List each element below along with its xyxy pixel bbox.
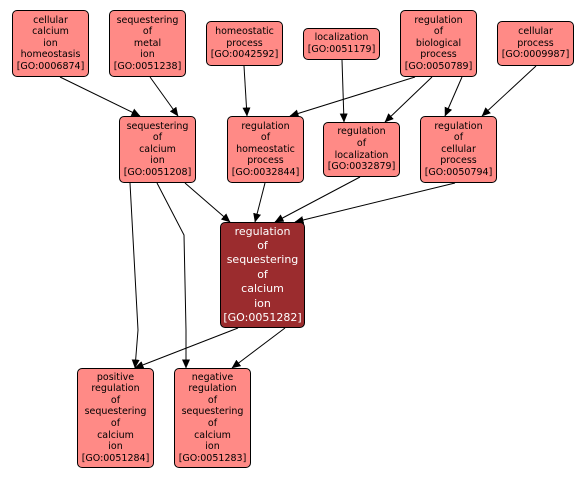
node-label-line: sequestering [84,406,147,418]
node-label-line: negative [191,371,234,383]
node-label-line: metal [133,37,162,49]
node-label-line: process [517,37,554,49]
edge-arrow [444,76,463,117]
node-label-line: of [356,137,367,149]
node-label-line: process [247,155,284,167]
node-label-line: regulation [234,224,291,238]
node-label-line: sequestering [116,14,179,26]
node-label-line: [GO:0032844] [231,166,300,178]
node-label-line: localization [334,149,389,161]
node-label-line: regulation [434,120,483,132]
edge-arrow [289,76,416,118]
node-label-line: of [453,132,464,144]
node-label-line: [GO:0051284] [81,452,150,464]
node-label-line: homeostasis [20,49,81,61]
edge-arrow [231,327,286,369]
edge-arrow [242,65,251,117]
node-label-line: of [110,418,121,429]
go-term-node[interactable]: localization[GO:0051179] [303,28,380,60]
node-label-line: sequestering [226,253,299,267]
edge-arrow [253,182,266,223]
edge-arrow [134,327,239,369]
node-label-line: [GO:0042592] [210,49,279,61]
node-label-line: regulation [188,383,237,395]
node-label-line: [GO:0051238] [113,60,182,72]
edge-arrow [384,76,433,123]
edge-arrow [481,65,537,117]
node-label-line: regulation [337,126,386,138]
node-label-line: of [257,238,268,252]
node-label-line: cellular [33,14,68,26]
node-label-line: sequestering [181,406,244,418]
node-label-line: [GO:0051282] [223,311,302,325]
node-label-line: [GO:0006874] [16,60,85,72]
node-label-line: of [433,26,444,38]
node-label-line: regulation [414,14,463,26]
node-label-line: ion [254,296,271,310]
edge-arrow [149,76,179,117]
node-label-line: calcium [139,143,176,155]
node-label-line: homeostatic [236,143,295,155]
node-label-line: cellular [518,26,553,38]
node-label-line: calcium [194,429,231,441]
node-label-line: homeostatic [215,26,274,38]
edge-arrow [156,182,190,369]
node-label-line: regulation [91,383,140,395]
node-label-line: regulation [241,120,290,132]
node-label-line: process [226,37,263,49]
node-label-line: of [110,394,121,406]
node-label-line: calcium [97,429,134,441]
node-label-line: ion [140,49,155,61]
edge-arrow [339,59,348,123]
node-label-line: of [260,132,271,144]
node-label-line: process [440,155,477,167]
node-label-line: [GO:0051208] [123,166,192,178]
node-label-line: ion [108,441,123,453]
node-label-line: [GO:0050789] [404,60,473,72]
node-label-line: of [257,267,268,281]
node-label-line: [GO:0051179] [307,44,376,55]
edge-arrow [294,182,456,224]
node-label-line: cellular [441,143,476,155]
node-label-line: [GO:0050794] [424,166,493,178]
node-label-line: of [152,132,163,144]
edge-arrow [184,182,231,223]
node-label-line: [GO:0032879] [327,161,396,173]
node-label-line: calcium [32,26,69,38]
node-label-line: ion [150,155,165,167]
node-label-line: ion [43,37,58,49]
node-label-line: calcium [241,282,284,296]
node-label-line: of [207,418,218,429]
node-label-line: sequestering [126,120,189,132]
node-label-line: process [420,49,457,61]
edge-arrow [129,182,140,369]
node-label-line: of [207,394,218,406]
node-label-line: biological [415,37,462,49]
node-label-line: of [142,26,153,38]
node-label-line: positive [96,371,135,383]
edge-arrow [59,76,141,117]
node-label-line: [GO:0051283] [178,452,247,464]
node-label-line: ion [205,441,220,453]
edge-arrow [274,176,361,223]
node-label-line: localization [314,32,369,44]
node-label-line: [GO:0009987] [501,49,570,61]
